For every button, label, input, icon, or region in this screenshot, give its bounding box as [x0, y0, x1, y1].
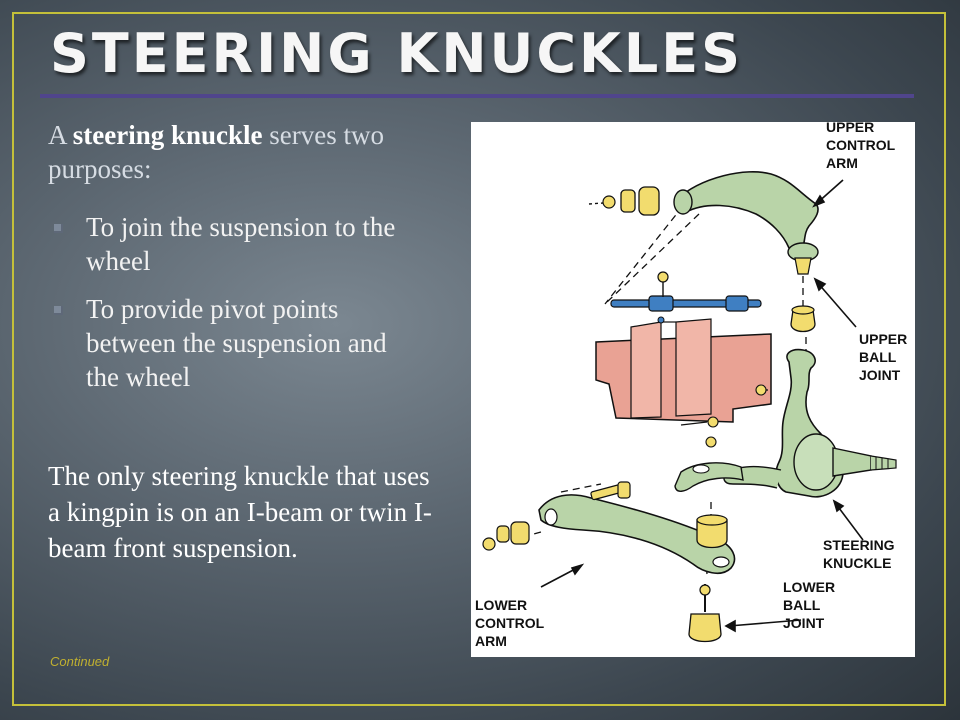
frame-rail — [595, 318, 772, 423]
slide-frame — [12, 12, 946, 706]
tie-rod — [610, 271, 762, 324]
lower-bushings — [482, 481, 631, 551]
label-lower-control-arm-3: ARM — [475, 633, 507, 649]
label-upper-control-arm-1: UPPER — [826, 122, 874, 135]
list-item: To provide pivot points between the susp… — [48, 292, 408, 394]
intro-suffix: serves two purposes: — [48, 120, 385, 184]
intro-text: A steering knuckle serves two purposes: — [48, 118, 418, 186]
closing-text: The only steering knuckle that uses a ki… — [48, 461, 432, 563]
upper-bushings — [588, 186, 660, 216]
bullet-text: To join the suspension to the wheel — [86, 212, 396, 276]
label-upper-ball-joint-2: BALL — [859, 349, 897, 365]
label-lower-control-arm-1: LOWER — [475, 597, 527, 613]
label-upper-control-arm-2: CONTROL — [826, 137, 896, 153]
list-item: To join the suspension to the wheel — [48, 210, 408, 278]
intro-bold-term: steering knuckle — [72, 120, 263, 150]
label-steering-knuckle-1: STEERING — [823, 537, 895, 553]
label-lower-ball-joint-1: LOWER — [783, 579, 835, 595]
label-lower-ball-joint-2: BALL — [783, 597, 821, 613]
label-steering-knuckle-2: KNUCKLE — [823, 555, 891, 571]
label-upper-ball-joint-1: UPPER — [859, 331, 907, 347]
title-underline — [40, 94, 914, 98]
callout-arrows — [540, 179, 864, 633]
bullet-icon — [54, 224, 63, 233]
label-upper-ball-joint-3: JOINT — [859, 367, 901, 383]
lower-ball-joint-part — [688, 514, 728, 643]
slide-title: STEERING KNUCKLES — [50, 22, 744, 85]
suspension-drawing: UPPER CONTROL ARM UPPER BALL JOINT STEER… — [475, 122, 907, 649]
continued-note: Continued — [50, 654, 110, 669]
bullet-icon — [54, 306, 63, 315]
label-lower-control-arm-2: CONTROL — [475, 615, 545, 631]
bullet-text: To provide pivot points between the susp… — [86, 294, 387, 392]
steering-arm — [674, 384, 767, 492]
suspension-diagram: UPPER CONTROL ARM UPPER BALL JOINT STEER… — [471, 122, 915, 657]
label-upper-control-arm-3: ARM — [826, 155, 858, 171]
upper-control-arm — [673, 171, 819, 262]
diagram-labels: UPPER CONTROL ARM UPPER BALL JOINT STEER… — [475, 122, 907, 649]
upper-ball-joint-part — [790, 257, 816, 333]
purpose-list: To join the suspension to the wheel To p… — [48, 210, 408, 408]
intro-prefix: A — [48, 120, 73, 150]
label-lower-ball-joint-3: JOINT — [783, 615, 825, 631]
